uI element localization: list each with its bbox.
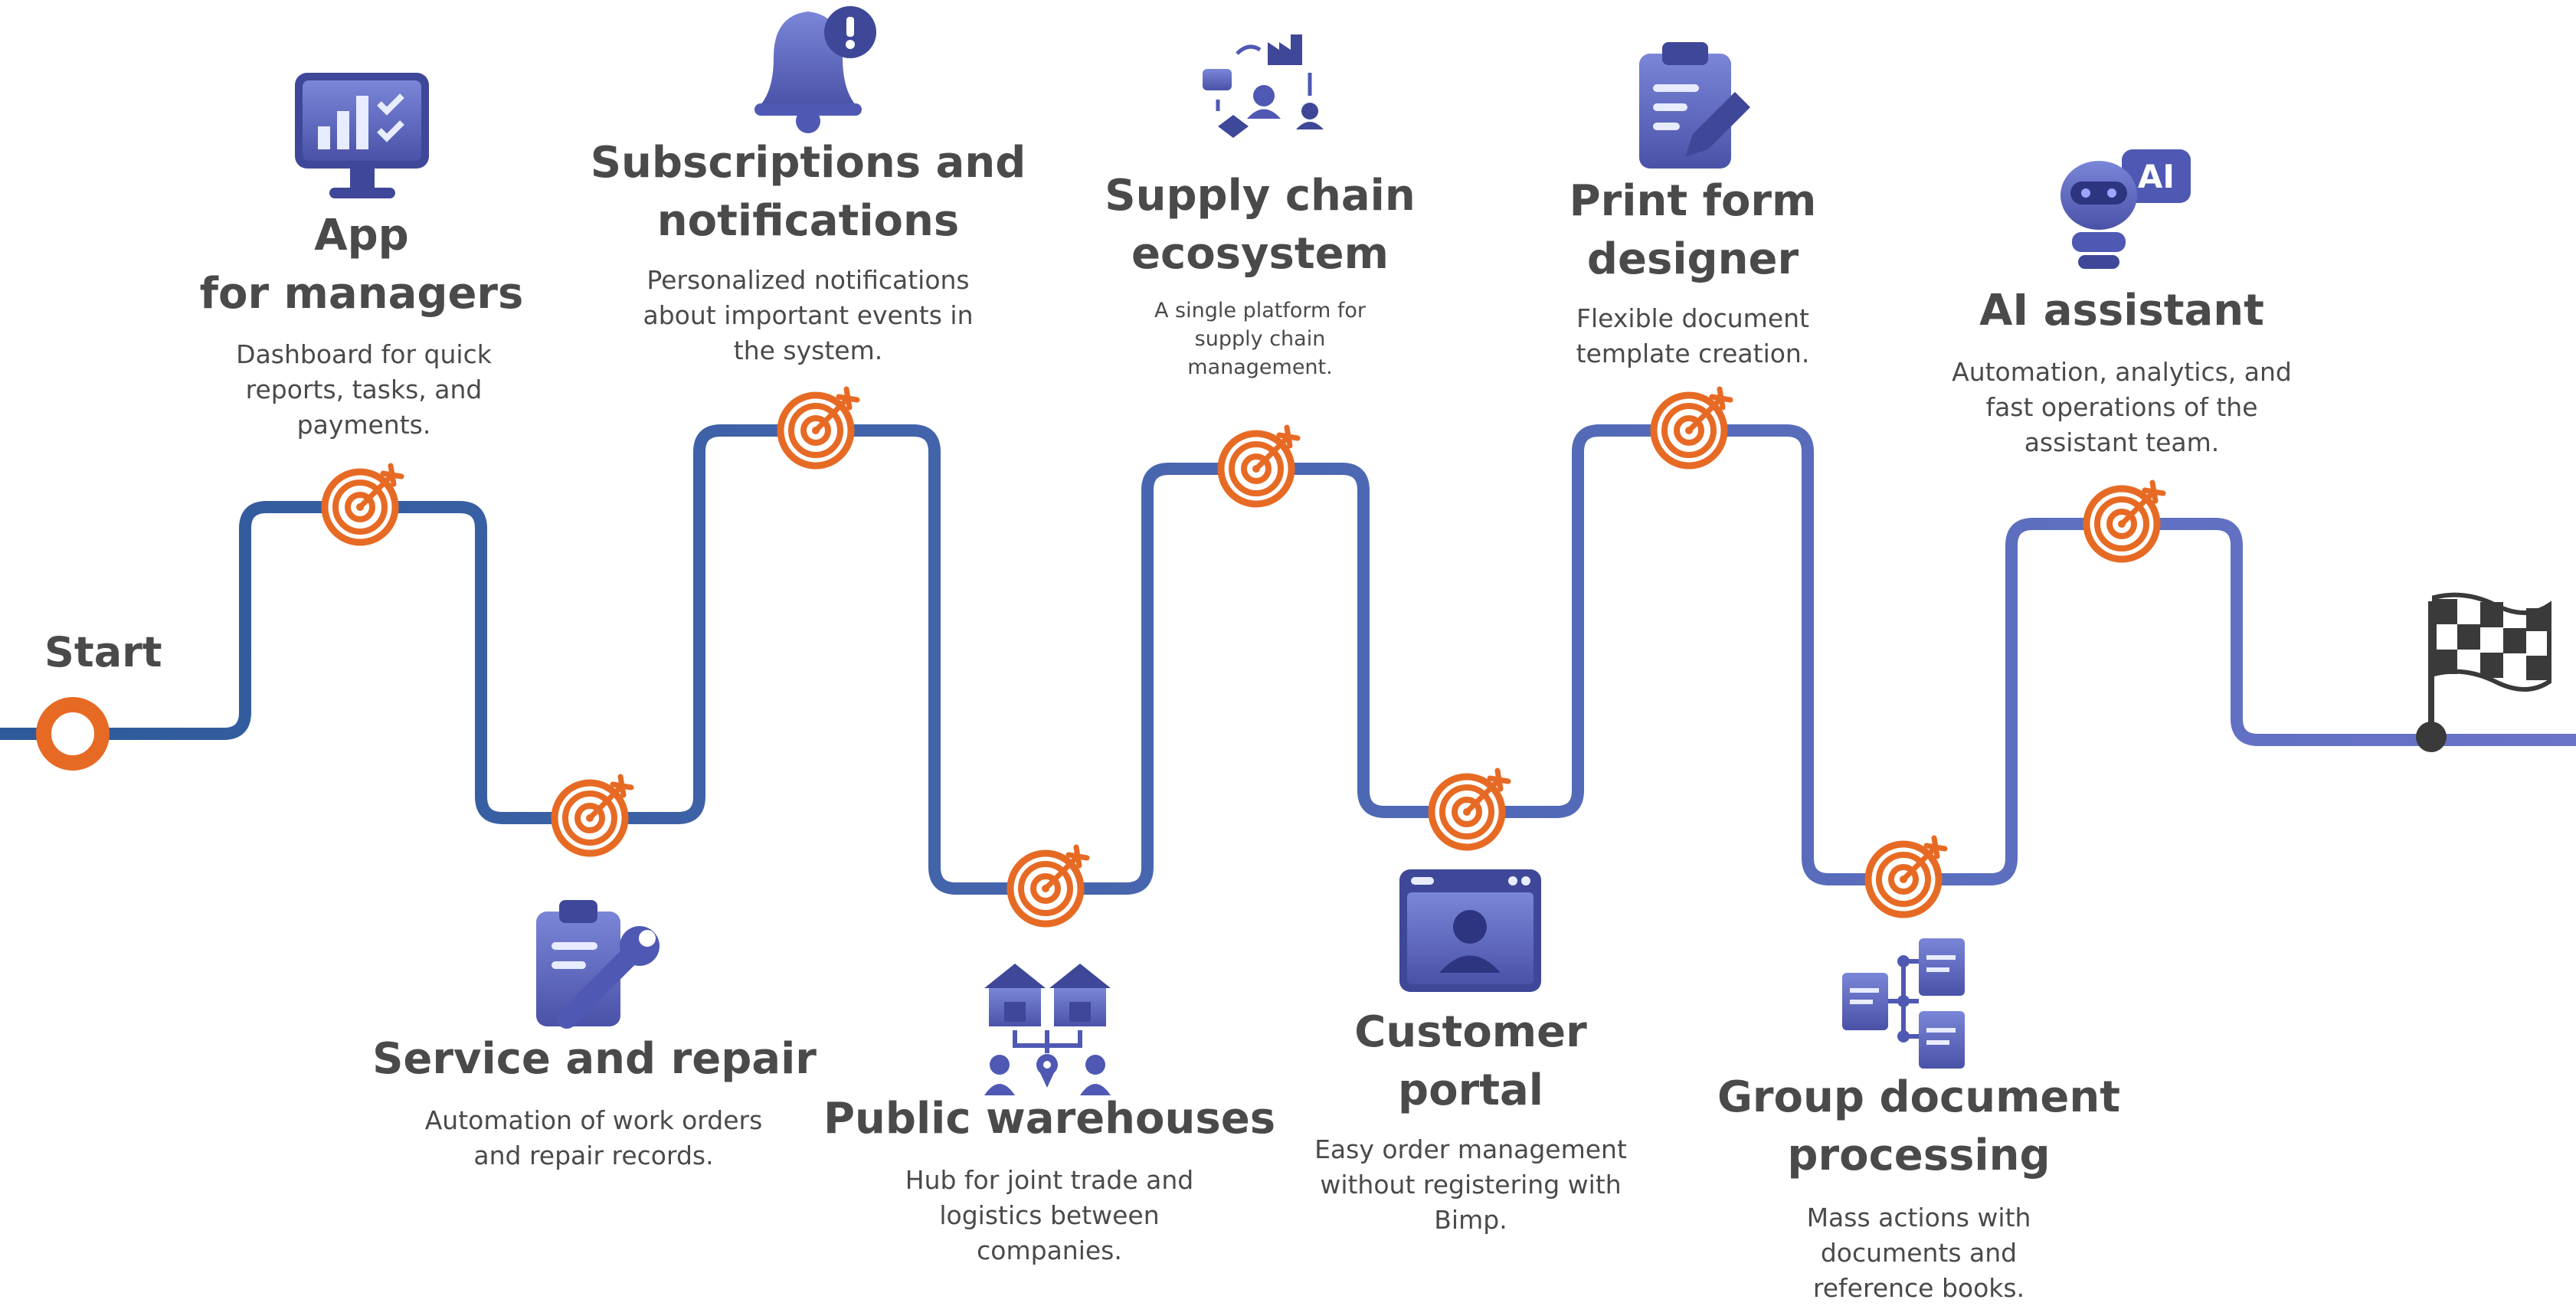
- target-marker-icon: [321, 463, 404, 546]
- svg-text:AI: AI: [2138, 158, 2175, 195]
- milestone-desc-public-warehouses: Hub for joint trade and logistics betwee…: [905, 1165, 1194, 1265]
- milestone-desc-ai-assistant: Automation, analytics, and fast operatio…: [1952, 357, 2292, 457]
- milestone-title-ai-assistant: AI assistant: [1979, 286, 2264, 336]
- clipboard-pen-icon: [1639, 42, 1750, 169]
- monitor-dashboard-icon: [295, 73, 429, 198]
- target-marker-icon: [1217, 424, 1301, 508]
- target-marker-icon: [1864, 835, 1948, 918]
- finish-flag-icon: [2416, 592, 2551, 752]
- robot-ai-icon: AI: [2060, 149, 2191, 269]
- document-tree-icon: [1842, 938, 1965, 1069]
- warehouses-network-icon: [984, 964, 1111, 1095]
- browser-user-icon: [1399, 869, 1541, 992]
- target-marker-icon: [1007, 844, 1090, 928]
- milestone-title-service-and-repair: Service and repair: [372, 1034, 817, 1084]
- target-marker-icon: [2083, 480, 2166, 563]
- bell-alert-icon: [754, 6, 876, 133]
- milestone-title-public-warehouses: Public warehouses: [823, 1094, 1276, 1144]
- start-label: Start: [44, 628, 162, 676]
- milestone-desc-supply-chain-ecosystem: A single platform for supply chain manag…: [1154, 299, 1366, 379]
- milestone-desc-group-document-processing: Mass actions with documents and referenc…: [1806, 1203, 2031, 1303]
- supply-chain-icon: [1203, 34, 1324, 138]
- target-marker-icon: [551, 774, 634, 857]
- target-marker-icon: [1650, 386, 1733, 470]
- clipboard-wrench-icon: [536, 900, 660, 1029]
- milestone-desc-subscriptions-and-notifications: Personalized notifications about importa…: [643, 265, 974, 365]
- target-marker-icon: [1428, 768, 1511, 851]
- start-marker: [36, 697, 110, 771]
- target-marker-icon: [777, 386, 860, 470]
- milestone-desc-customer-portal: Easy order management without registerin…: [1314, 1134, 1627, 1235]
- milestone-desc-print-form-designer: Flexible document template creation.: [1576, 303, 1810, 368]
- milestone-desc-app-for-managers: Dashboard for quick reports, tasks, and …: [236, 339, 492, 440]
- milestone-desc-service-and-repair: Automation of work orders and repair rec…: [424, 1105, 763, 1170]
